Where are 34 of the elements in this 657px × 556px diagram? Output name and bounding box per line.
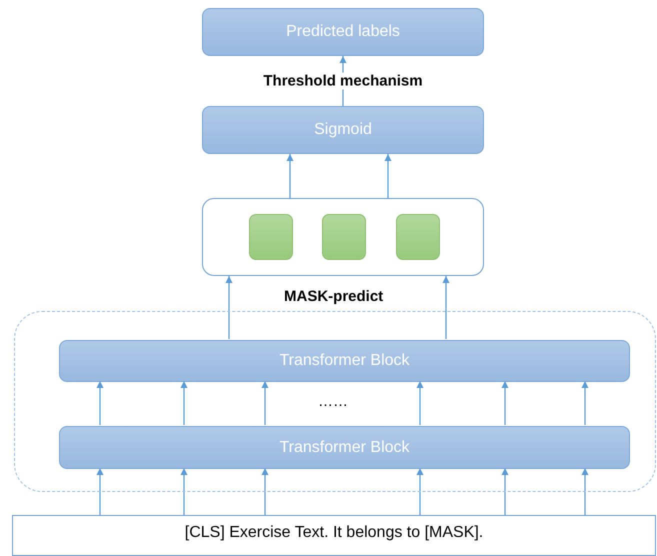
arrow: [96, 381, 104, 425]
output-square: [322, 214, 366, 260]
arrow: [442, 276, 450, 339]
arrow: [262, 468, 268, 515]
arrow: [226, 276, 232, 339]
process-box: [202, 8, 484, 56]
arrow: [416, 468, 424, 515]
arrow: [502, 468, 508, 515]
node-text: Transformer Block: [279, 438, 410, 456]
arrow: [416, 381, 424, 425]
node-text: [CLS] Exercise Text. It belongs to [MASK].: [184, 524, 484, 542]
arrow: [582, 381, 588, 425]
arrow: [582, 468, 588, 515]
arrow: [180, 468, 188, 515]
node-text: Transformer Block: [279, 352, 410, 370]
output-square: [249, 214, 293, 260]
input-box: [12, 515, 656, 556]
process-box: [59, 426, 630, 469]
dashed-group: [14, 311, 656, 492]
process-box: [202, 106, 484, 154]
node-text: Predicted labels: [286, 23, 400, 41]
ellipsis: ……: [318, 393, 348, 410]
arrow: [286, 154, 294, 198]
arrow: [502, 381, 508, 425]
output-container: [202, 198, 484, 276]
arrow: [180, 381, 188, 425]
group-label: MASK-predict: [284, 288, 384, 305]
edge-label: Threshold mechanism: [261, 72, 425, 90]
arrow: [96, 468, 104, 515]
output-square: [396, 214, 440, 260]
process-box: [59, 340, 630, 382]
node-text: Sigmoid: [314, 121, 372, 139]
arrow: [262, 381, 268, 425]
arrow: [384, 154, 392, 198]
